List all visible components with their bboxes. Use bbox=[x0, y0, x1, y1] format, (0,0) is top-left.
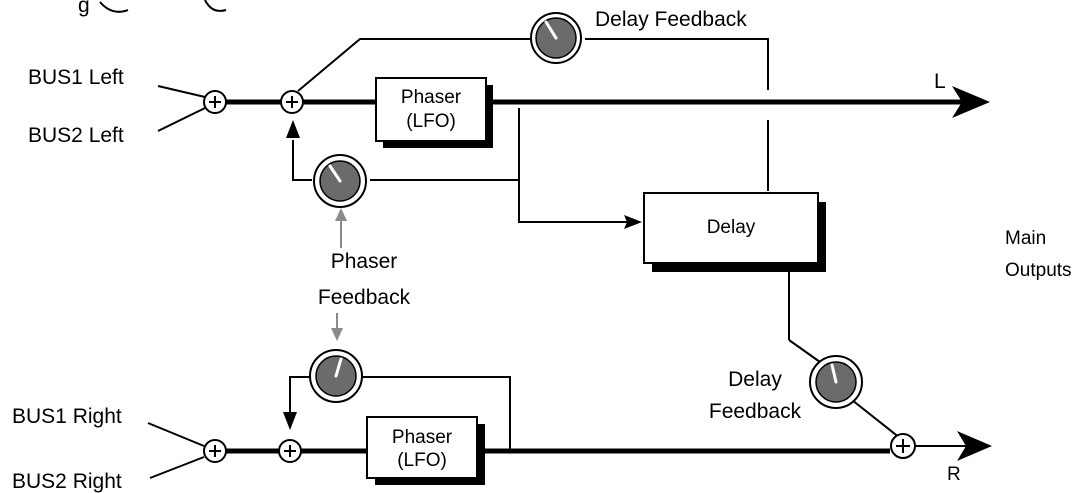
bus2-right-label: BUS2 Right bbox=[12, 470, 122, 493]
bus2-left-label: BUS2 Left bbox=[28, 124, 124, 147]
to-delay-arrow bbox=[624, 215, 642, 229]
main-outputs-line2: Outputs bbox=[1005, 260, 1072, 281]
phaser-feedback-label-line2: Feedback bbox=[318, 286, 411, 309]
bus1-right-label: BUS1 Right bbox=[12, 405, 122, 428]
output-right-label: R bbox=[947, 464, 961, 485]
delay-to-knob-line bbox=[788, 339, 821, 363]
sum-node-right-feedback bbox=[278, 439, 302, 463]
bus2-right-line bbox=[149, 456, 205, 479]
to-delay-path bbox=[518, 180, 630, 223]
delay-feedback-top-label: Delay Feedback bbox=[595, 8, 747, 31]
phaser-feedback-knob-top[interactable] bbox=[313, 154, 367, 208]
bus1-right-line bbox=[147, 422, 205, 447]
partial-title: g bbox=[78, 0, 90, 17]
phaser-feedback-knob-bottom[interactable] bbox=[309, 349, 363, 403]
sum-node-left-feedback bbox=[280, 90, 304, 114]
bus2-left-line bbox=[157, 107, 206, 132]
left-output-arrow bbox=[952, 86, 990, 118]
sum-node-right-input bbox=[203, 439, 227, 463]
phaser-bottom-line1: Phaser bbox=[392, 427, 453, 448]
phaser-bottom-box bbox=[366, 416, 478, 479]
output-left-label: L bbox=[934, 70, 946, 93]
sum-node-right-output bbox=[890, 433, 916, 459]
phaser-bottom-line2: (LFO) bbox=[397, 450, 447, 471]
phaser-feedback-top-arrow bbox=[286, 120, 300, 138]
knob-to-sum-line bbox=[851, 399, 901, 439]
delay-box bbox=[643, 192, 819, 264]
main-outputs-line1: Main bbox=[1005, 228, 1046, 249]
phaser-top-line1: Phaser bbox=[401, 87, 462, 108]
right-output-arrow bbox=[957, 431, 992, 461]
phaser-feedback-down-arrow bbox=[331, 328, 343, 341]
sum-node-left-input bbox=[203, 90, 227, 114]
bus1-left-line bbox=[157, 85, 206, 98]
phaser-top-box bbox=[375, 77, 487, 142]
phaser-feedback-label-line1: Phaser bbox=[331, 250, 398, 273]
phaser-feedback-bottom-path bbox=[362, 376, 511, 451]
delay-feedback-bottom-line2: Feedback bbox=[709, 400, 802, 423]
delay-feedback-bottom-line1: Delay bbox=[728, 368, 782, 391]
phaser-top-line2: (LFO) bbox=[406, 111, 456, 132]
phaser-feedback-up-arrow bbox=[335, 208, 347, 221]
phaser-feedback-bottom-arrow bbox=[283, 412, 297, 430]
delay-feedback-top-return bbox=[585, 38, 769, 90]
delay-feedback-top-path bbox=[297, 38, 530, 92]
delay-feedback-knob-top[interactable] bbox=[530, 12, 582, 64]
delay-box-label: Delay bbox=[707, 217, 756, 238]
delay-feedback-knob-bottom[interactable] bbox=[809, 355, 863, 409]
bus1-left-label: BUS1 Left bbox=[28, 66, 124, 89]
